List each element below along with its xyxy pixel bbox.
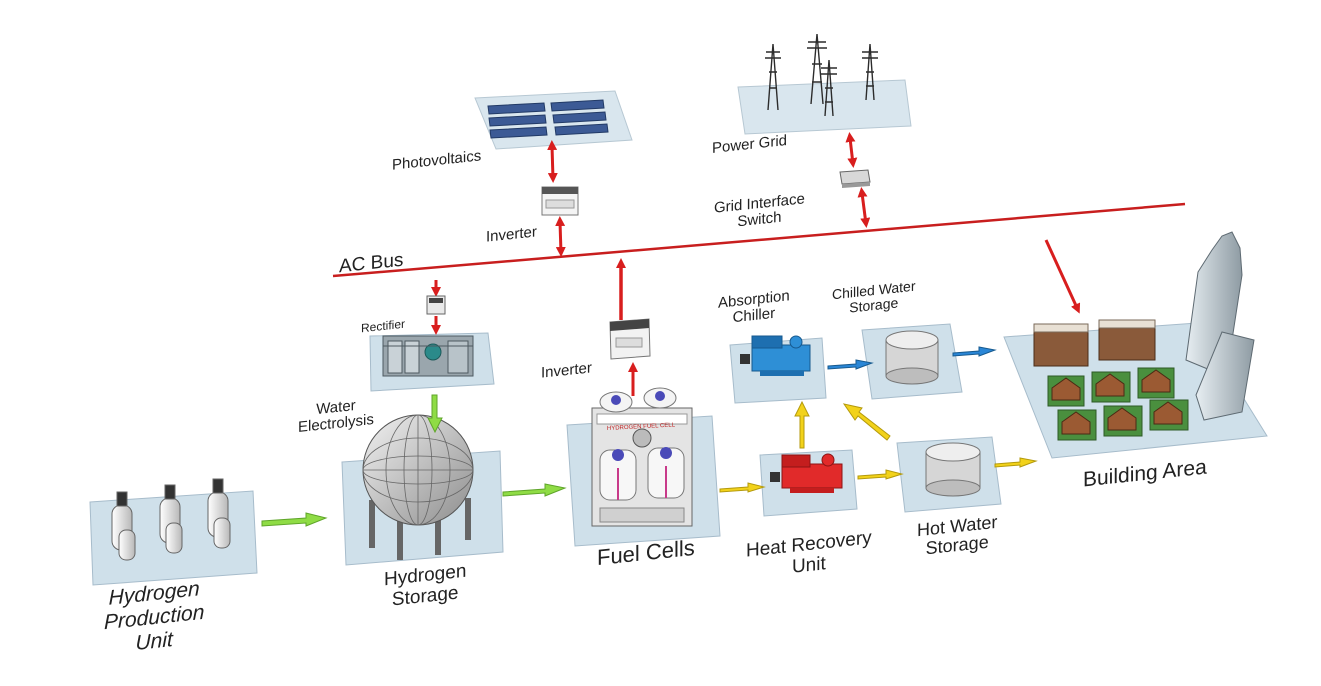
chilled-water-tank-icon [885, 330, 939, 385]
hotwater-chiller-arrow [842, 403, 891, 441]
chiller-chilled-storage-arrow [827, 359, 874, 370]
hydrogen-production-unit-label: Hydrogen Production Unit [104, 577, 205, 656]
hydrogen-flows [261, 394, 567, 527]
pv-inverter-arrow [547, 140, 558, 183]
ac-bus-line [332, 202, 1186, 278]
hydrogen-sphere-icon [362, 414, 474, 560]
heat-recovery-icon [770, 453, 843, 493]
bus-building-arrow [1044, 239, 1081, 314]
fuel-cell-icon: HYDROGEN FUEL CELL [591, 387, 693, 527]
solar-panel-icon [487, 99, 609, 139]
chilled-storage-building-arrow [952, 346, 997, 357]
hotwater-building-arrow [994, 457, 1038, 468]
electric-flows [431, 132, 1081, 396]
fuelcell-heatrecovery-arrow [719, 482, 766, 493]
inverter-bus-arrow [555, 216, 566, 257]
switch-bus-arrow [857, 187, 871, 228]
absorption-chiller-icon [740, 335, 811, 376]
tower-icon [1195, 331, 1255, 421]
rectifier-icon [426, 295, 446, 315]
chilled-flows [827, 346, 997, 370]
inverter-icon [541, 186, 579, 216]
grid-switch-icon [839, 169, 871, 188]
inverter-icon [609, 318, 651, 360]
hydrogen-storage-label: Hydrogen Storage [384, 560, 467, 611]
power-tower-icon [765, 33, 878, 117]
heat-flows [719, 400, 1038, 493]
grid-platform [737, 79, 912, 135]
heatrecovery-chiller-arrow [794, 400, 810, 449]
building-area-icon [1033, 231, 1255, 441]
fuel-cell-tag: HYDROGEN FUEL CELL [607, 422, 676, 432]
hydrogen-cylinder-icon [111, 478, 231, 561]
electrolyzer-icon [382, 335, 474, 377]
hot-water-tank-icon [925, 442, 981, 497]
storage-fuelcell-arrow [502, 483, 567, 497]
heatrecovery-hotwater-arrow [857, 469, 904, 480]
grid-switch-arrow [845, 132, 858, 168]
electrolysis-storage-arrow [427, 394, 443, 434]
production-storage-arrow [261, 512, 328, 527]
